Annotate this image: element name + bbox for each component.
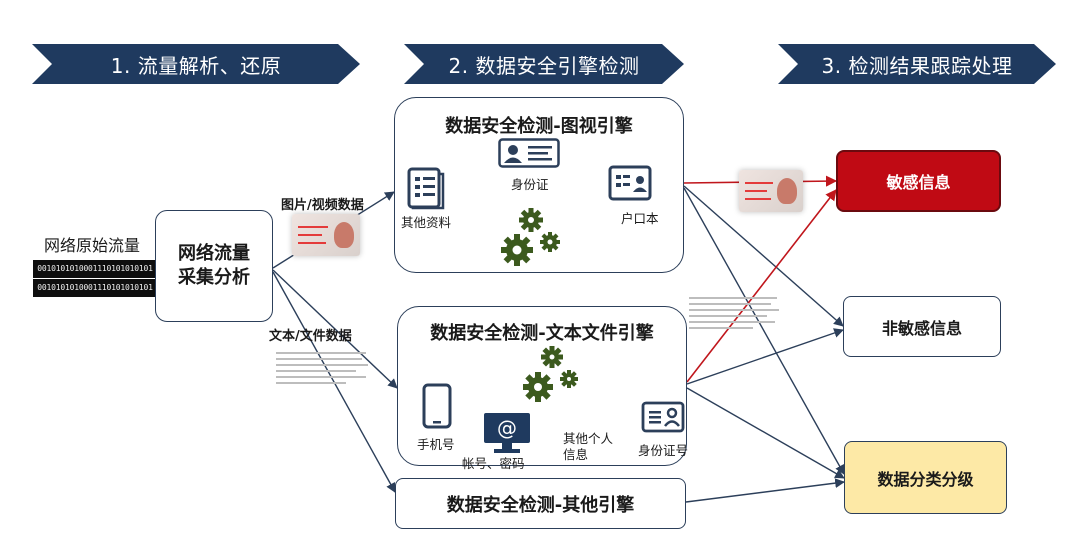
result-sensitive: 敏感信息 — [836, 150, 1001, 212]
stage-label: 3. 检测结果跟踪处理 — [821, 53, 1013, 78]
arrow-text-to-nonsensitive — [686, 328, 844, 385]
other-engine: 数据安全检测-其他引擎 — [395, 478, 686, 529]
arrow-collector-to-text-engine — [272, 269, 398, 389]
stage-banner-engine-detection: 2. 数据安全引擎检测 — [404, 44, 684, 84]
stage-banner-traffic-parsing: 1. 流量解析、还原 — [32, 44, 360, 84]
stage-label: 1. 流量解析、还原 — [110, 53, 282, 78]
item-label-other-personal: 其他个人 信息 — [563, 431, 613, 462]
edge-label-image-video: 图片/视频数据 — [281, 198, 364, 213]
alert-arrow-text-to-sensitive — [686, 189, 837, 383]
text-document-thumbnail — [276, 348, 370, 390]
engine-title: 数据安全检测-图视引擎 — [445, 116, 633, 137]
document-icon — [407, 167, 445, 210]
item-label-id-card: 身份证 — [511, 177, 549, 192]
result-classification: 数据分类分级 — [844, 441, 1007, 514]
gear-icon — [523, 346, 578, 402]
id-card-thumbnail — [739, 170, 803, 212]
arrow-image-to-nonsensitive — [683, 185, 844, 327]
engine-title: 数据安全检测-其他引擎 — [446, 494, 635, 516]
mobile-phone-icon — [422, 383, 452, 429]
binary-stream: 0010101010001110101010101 — [33, 260, 157, 278]
gear-icon — [501, 208, 560, 266]
id-card-icon — [498, 138, 560, 168]
arrow-text-to-classify — [686, 387, 845, 479]
item-label-phone: 手机号 — [417, 437, 455, 452]
item-label-line: 其他个人 — [563, 431, 614, 446]
arrow-other-to-classify — [685, 478, 845, 503]
item-label-account: 帐号、密码 — [462, 456, 525, 471]
result-label: 敏感信息 — [886, 173, 951, 192]
raw-traffic-label: 网络原始流量 — [44, 236, 141, 255]
arrow-image-to-classify — [683, 187, 845, 475]
id-card-thumbnail — [292, 214, 360, 256]
traffic-collector-node: 网络流量 采集分析 — [155, 210, 273, 322]
id-number-card-icon — [641, 401, 685, 433]
image-video-engine: 数据安全检测-图视引擎 其他资料 身份证 户口本 — [394, 97, 684, 273]
item-label-other-docs: 其他资料 — [401, 215, 452, 230]
result-label: 数据分类分级 — [877, 469, 974, 489]
text-file-engine: 数据安全检测-文本文件引擎 手机号 @ 帐号、密码 其他个人 信息 身份证号 — [397, 306, 689, 471]
collector-line-1: 网络流量 — [178, 242, 250, 264]
computer-at-icon: @ — [484, 413, 530, 453]
household-register-icon — [608, 165, 652, 201]
result-label: 非敏感信息 — [881, 318, 962, 338]
collector-line-2: 采集分析 — [178, 267, 250, 288]
binary-stream: 0010101010001110101010101 — [33, 279, 157, 297]
item-label-household: 户口本 — [621, 211, 659, 226]
item-label-id-number: 身份证号 — [638, 443, 689, 458]
stage-label: 2. 数据安全引擎检测 — [448, 53, 640, 78]
result-non-sensitive: 非敏感信息 — [843, 296, 1001, 357]
text-document-thumbnail — [689, 293, 781, 333]
edge-label-text-file: 文本/文件数据 — [269, 329, 352, 344]
stage-banner-result-tracking: 3. 检测结果跟踪处理 — [778, 44, 1056, 84]
engine-title: 数据安全检测-文本文件引擎 — [430, 323, 654, 344]
item-label-line: 信息 — [563, 446, 589, 462]
svg-text:@: @ — [497, 416, 517, 440]
